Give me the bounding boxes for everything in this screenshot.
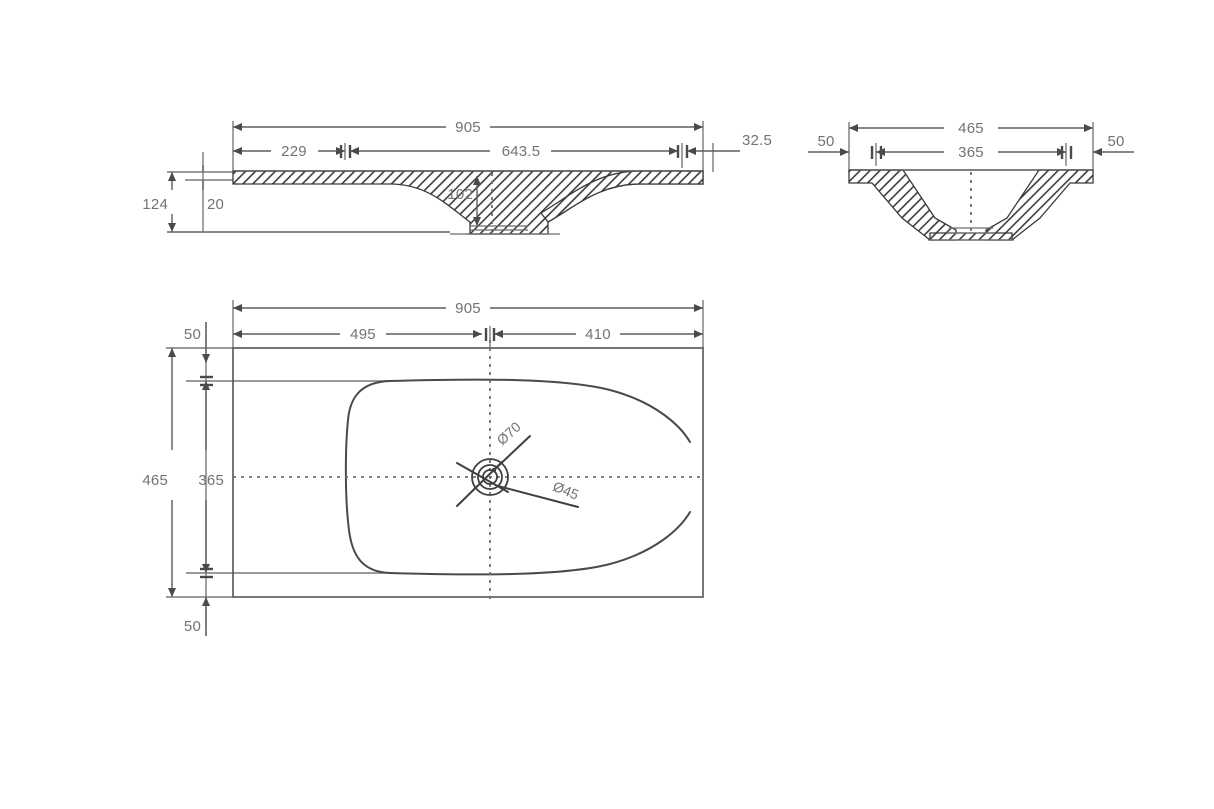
- dimension-plan-50-bottom: 50: [184, 597, 210, 636]
- bowl-top-curve: [389, 378, 691, 443]
- dimension-front-124: 124: [142, 172, 176, 232]
- dim-label-side-50-right: 50: [1107, 133, 1124, 150]
- dimension-front-20: 20: [202, 165, 224, 213]
- dimension-front-overall-905: 905: [233, 119, 703, 136]
- dim-label-plan-495: 495: [350, 326, 376, 343]
- waste-outer-circle-70: [471, 458, 509, 496]
- dim-label-side-465: 465: [958, 120, 984, 137]
- side-section-body: [848, 169, 1094, 241]
- dimension-plan-50-top: 50: [184, 322, 210, 363]
- dimension-front-32-5: 32.5: [687, 132, 772, 155]
- plan-waste-outlet: Ø70 Ø45: [456, 418, 581, 508]
- dim-label-front-32-5: 32.5: [742, 132, 772, 149]
- dim-label-side-50-left: 50: [817, 133, 834, 150]
- dimension-front-102: 102: [447, 173, 493, 230]
- waste-leader-70: [491, 435, 531, 473]
- dim-label-front-643-5: 643.5: [502, 143, 541, 160]
- dim-label-side-365: 365: [958, 144, 984, 161]
- dim-label-plan-410: 410: [585, 326, 611, 343]
- dim-label-front-102: 102: [447, 186, 473, 203]
- dimension-side-50-right: 50: [1093, 133, 1134, 156]
- dim-label-front-229: 229: [281, 143, 307, 160]
- side-section-bottom: [929, 232, 1013, 241]
- front-section-waste: [466, 225, 532, 235]
- bowl-bottom-curve: [389, 511, 691, 576]
- bowl-left-curve: [344, 380, 391, 574]
- dim-label-plan-50-bottom: 50: [184, 618, 201, 635]
- front-section-body: [167, 170, 704, 235]
- plan-bowl-outline: [344, 378, 691, 576]
- dimension-plan-465: 465: [142, 348, 176, 597]
- dimension-side-50-left: 50: [808, 133, 849, 156]
- dim-label-plan-365: 365: [198, 472, 224, 489]
- plan-outline-rectangle: [232, 347, 704, 598]
- waste-inner-circle-45: [477, 464, 503, 490]
- front-section-view: 905 229 643.5 32.5 124: [142, 119, 772, 235]
- dim-label-plan-465: 465: [142, 472, 168, 489]
- dim-label-front-124: 124: [142, 196, 168, 213]
- plan-extension-lines: [166, 300, 704, 636]
- plan-view: 905 495 410 465 365: [142, 300, 704, 636]
- dim-label-plan-905: 905: [455, 300, 481, 317]
- waste-leader-45: [497, 485, 579, 508]
- dim-label-front-overall: 905: [455, 119, 481, 136]
- dim-label-plan-50-top: 50: [184, 326, 201, 343]
- dimension-side-365: 365: [870, 144, 1073, 161]
- dim-label-front-20: 20: [207, 196, 224, 213]
- dimension-plan-410: 410: [494, 326, 703, 343]
- side-section-view: 465 365 50 50: [808, 120, 1134, 241]
- dimension-plan-905: 905: [233, 300, 703, 317]
- dimension-plan-365: 365: [198, 375, 224, 579]
- dimension-side-465: 465: [849, 120, 1093, 137]
